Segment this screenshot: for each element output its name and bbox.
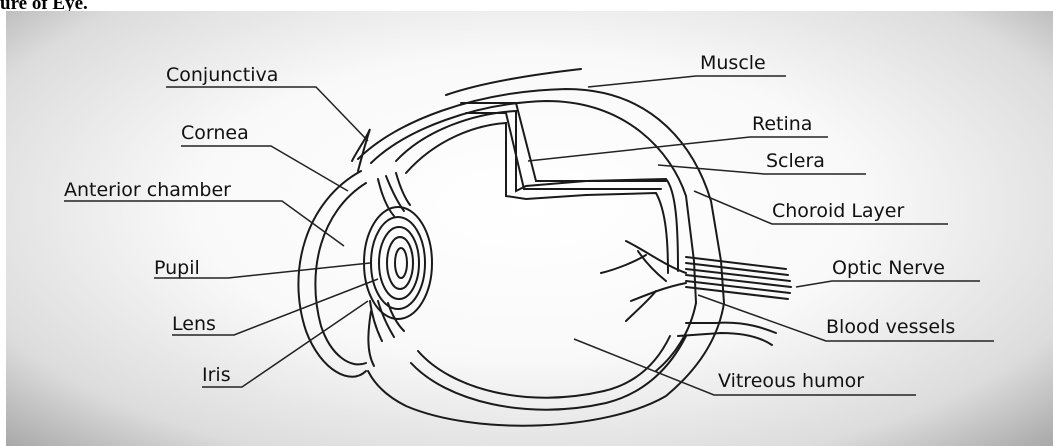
- leader-muscle: [588, 76, 786, 87]
- leader-sclera: [658, 165, 866, 174]
- label-muscle: Muscle: [700, 52, 766, 74]
- label-conjunctiva: Conjunctiva: [166, 64, 278, 86]
- muscle-top: [446, 69, 581, 95]
- optic-nerve-bundle: [686, 257, 791, 299]
- lens-ring-5: [395, 248, 407, 278]
- lens-ring-4: [387, 237, 413, 289]
- label-vitreous-humor: Vitreous humor: [718, 370, 864, 392]
- eye-diagram-svg: Conjunctiva Cornea Anterior chamber Pupi…: [6, 11, 1053, 446]
- label-pupil: Pupil: [154, 257, 200, 279]
- label-retina: Retina: [752, 113, 812, 135]
- ciliary-bottom: [370, 301, 404, 341]
- retina-outline: [406, 123, 668, 273]
- label-lens: Lens: [172, 313, 216, 335]
- label-choroid-layer: Choroid Layer: [772, 200, 904, 222]
- lower-sheath: [686, 323, 776, 333]
- eye-diagram: Conjunctiva Cornea Anterior chamber Pupi…: [6, 11, 1053, 446]
- leader-anterior-chamber: [64, 201, 344, 246]
- lens-outer: [364, 207, 432, 319]
- label-cornea: Cornea: [181, 122, 249, 144]
- label-sclera: Sclera: [766, 150, 825, 172]
- ciliary-top: [378, 173, 410, 216]
- cornea-inner: [315, 183, 366, 364]
- label-iris: Iris: [202, 364, 231, 386]
- label-optic-nerve: Optic Nerve: [832, 257, 945, 279]
- blood-vessel-branches: [601, 241, 686, 321]
- cornea-outline: [298, 171, 366, 377]
- posterior-lower-inner: [418, 336, 670, 398]
- label-blood-vessels: Blood vessels: [826, 316, 955, 338]
- label-anterior-chamber: Anterior chamber: [64, 179, 231, 201]
- leader-optic-nerve: [796, 281, 980, 287]
- lower-sheath-2: [678, 333, 772, 345]
